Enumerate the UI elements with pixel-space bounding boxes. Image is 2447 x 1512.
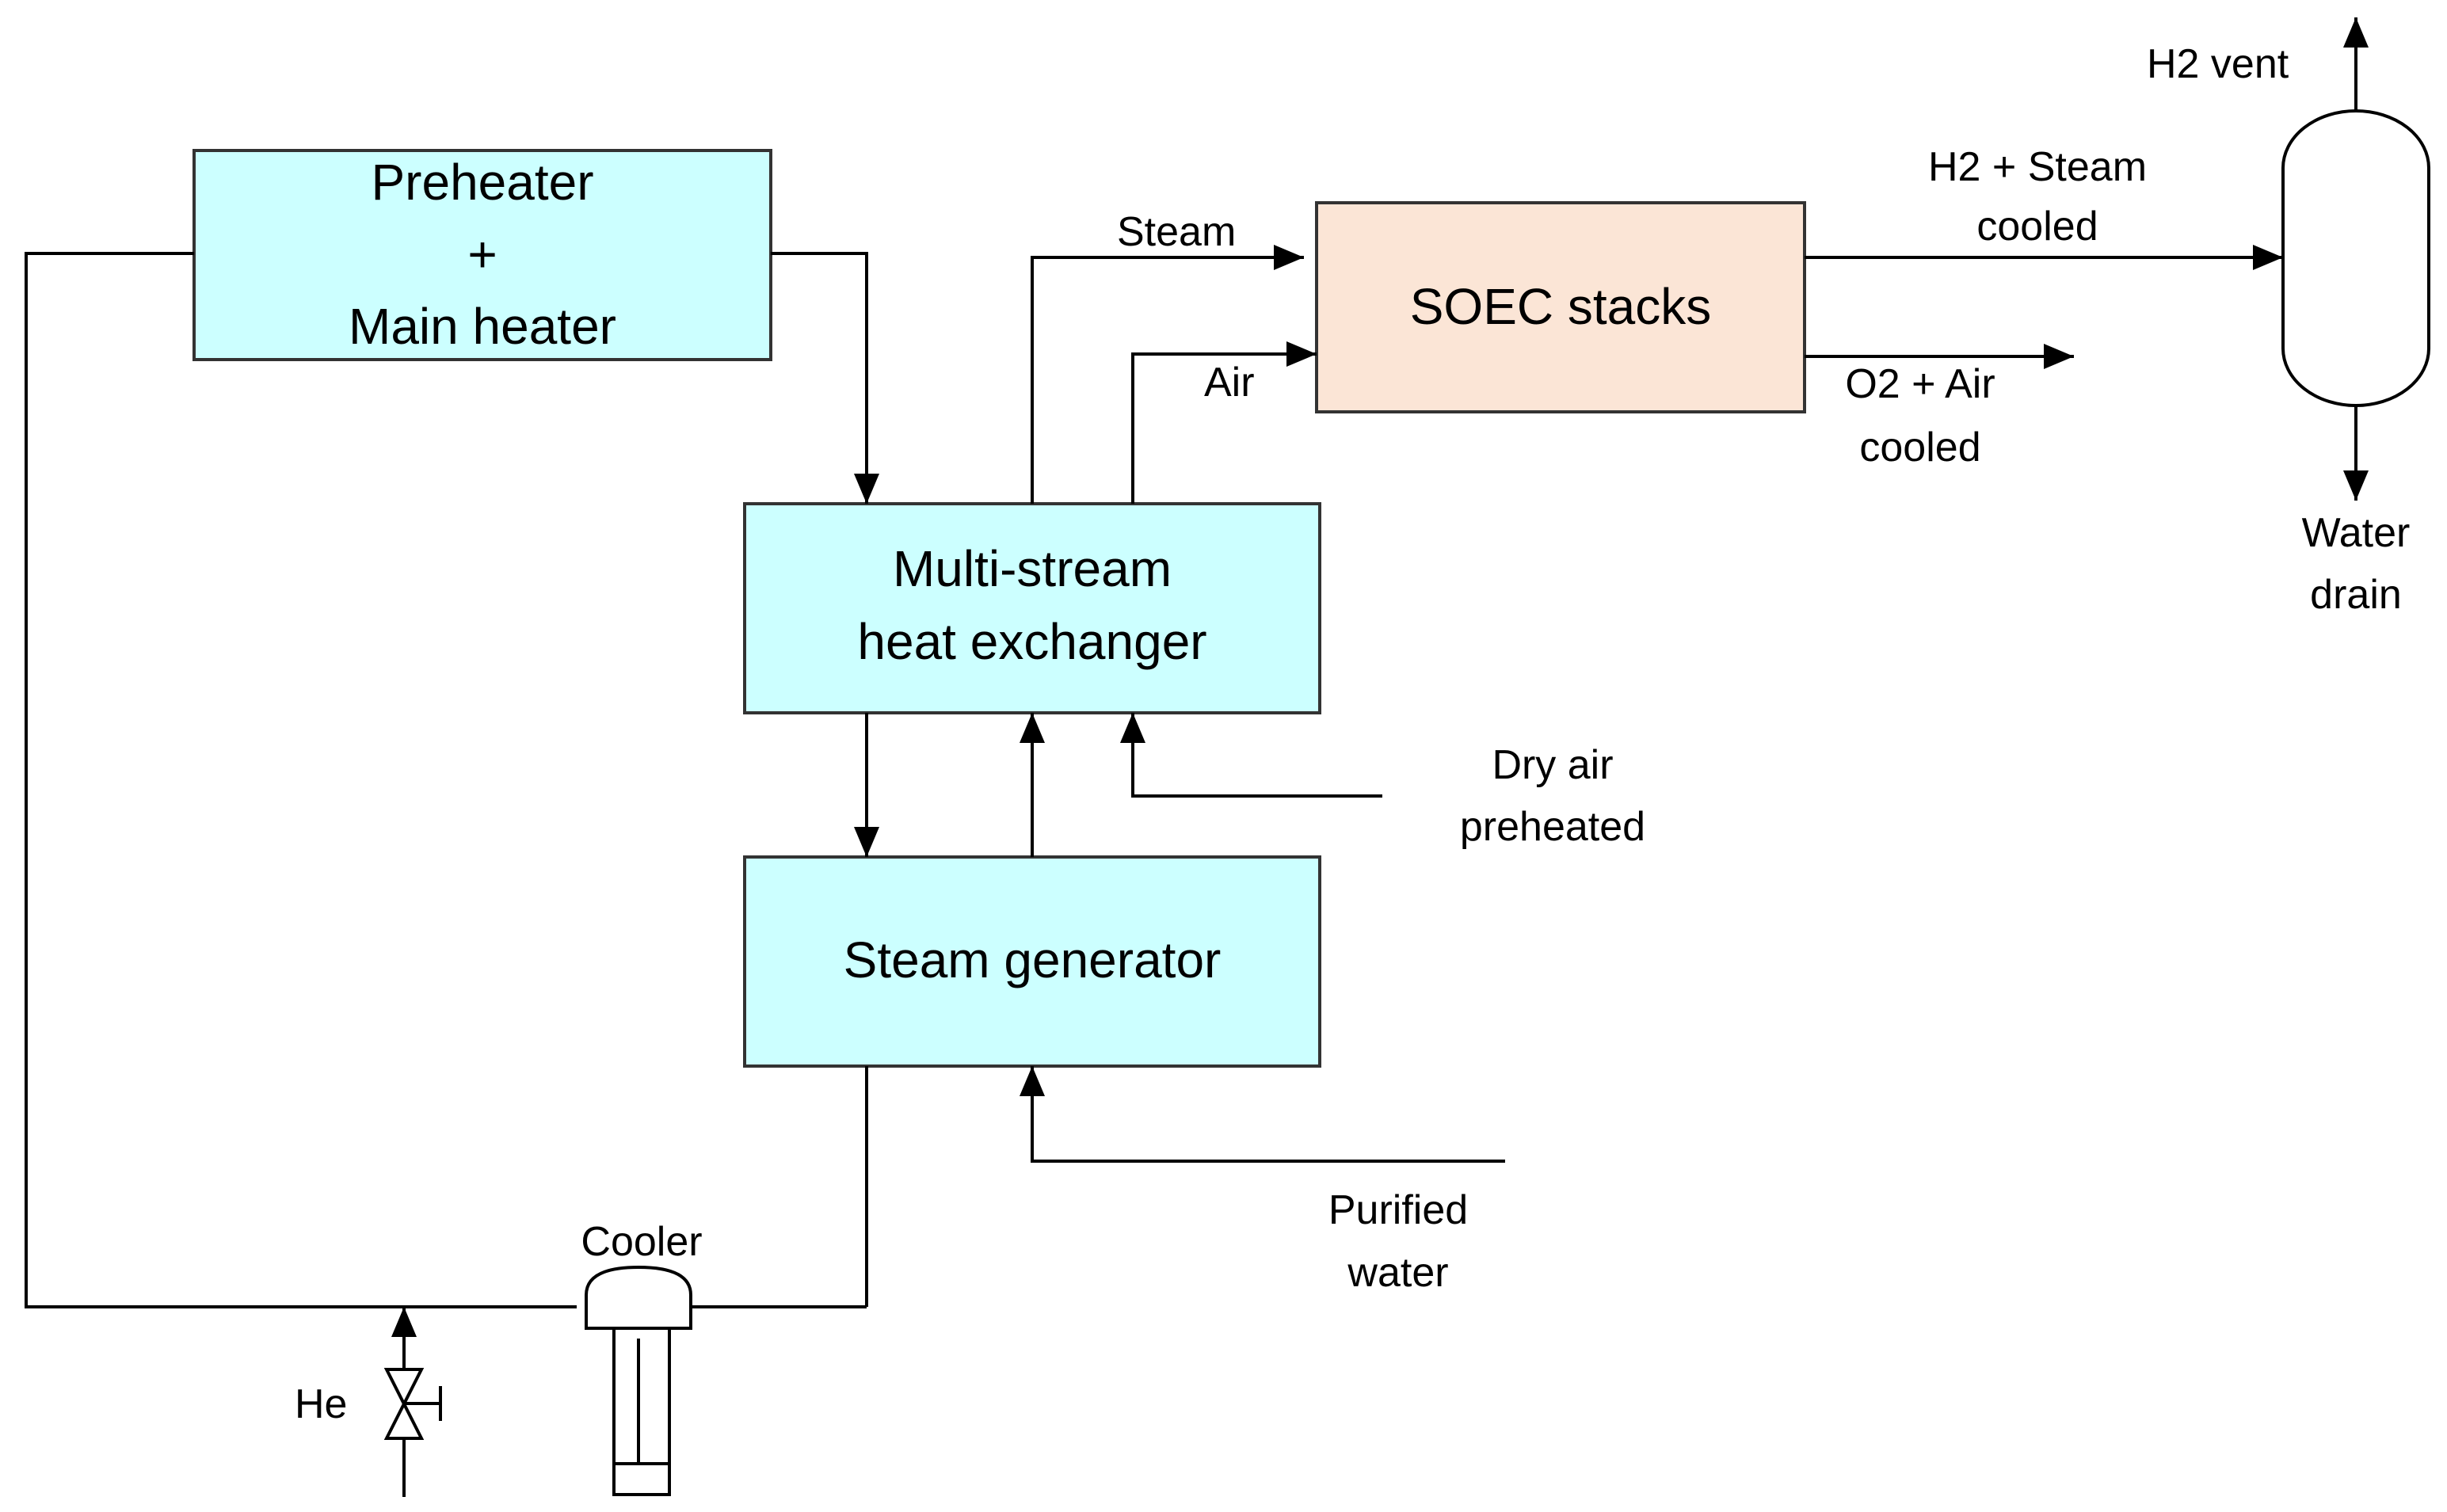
heat-exchanger-block: Multi-stream heat exchanger [743,502,1321,714]
hx-to-soec-steam-line [1031,245,1304,504]
soec-outlets: H2 + Steam cooled O2 + Air cooled [1805,144,2283,470]
separator-vessel: H2 vent Water drain [2147,17,2430,618]
soec-label: SOEC stacks [1410,278,1712,335]
dry-air-label-line1: Dry air [1492,742,1613,788]
preheater-label-line3: Main heater [349,298,616,355]
purified-water-inlet-line [1020,1066,1505,1163]
helium-loop [25,252,879,1308]
h2-vent-label: H2 vent [2147,41,2289,87]
hx-to-soec-air-line [1131,341,1317,504]
water-drain-label-line2: drain [2310,572,2402,618]
purified-water-label-line1: Purified [1328,1187,1468,1233]
soec-block: SOEC stacks [1315,201,1806,413]
cooler: Cooler [581,1219,703,1496]
cooler-label: Cooler [581,1219,702,1265]
valve-icon [383,1368,425,1440]
preheater-box [192,149,772,361]
o2-air-label-line2: cooled [1859,425,1980,470]
preheater-label-line2: + [467,226,497,283]
steam-generator-label: Steam generator [844,931,1222,988]
dry-air-inlet-line [1120,713,1382,798]
heat-exchanger-label-line1: Multi-stream [893,540,1172,597]
preheater-block: Preheater + Main heater [192,149,772,361]
heat-exchanger-label-line2: heat exchanger [857,613,1206,670]
air-path: Air Dry air preheated [1120,341,1645,850]
h2-steam-label-line1: H2 + Steam [1928,144,2147,190]
he-label: He [295,1381,347,1427]
preheater-label-line1: Preheater [371,154,593,211]
o2-air-label-line1: O2 + Air [1845,361,1995,407]
separator-vessel-shape [2281,109,2430,407]
preheater-inlet-line [25,252,577,1308]
heat-exchanger-box [743,502,1321,714]
h2-steam-label-line2: cooled [1976,204,2098,249]
steam-generator-box [743,855,1321,1068]
air-label: Air [1204,360,1255,406]
cooler-head-shape [585,1265,692,1330]
cooler-tube [612,1327,671,1496]
purified-water-label-line2: water [1347,1250,1448,1296]
steam-generator-block: Steam generator [743,855,1321,1068]
steam-path: Steam [1020,209,1304,857]
water-path: Purified water [1020,1066,1505,1296]
dry-air-label-line2: preheated [1460,804,1645,850]
preheater-to-hx-line [771,252,879,504]
water-drain-label-line1: Water [2302,510,2411,556]
soec-box [1315,201,1806,413]
steam-label: Steam [1117,209,1236,255]
helium-valve: He [295,1307,442,1497]
